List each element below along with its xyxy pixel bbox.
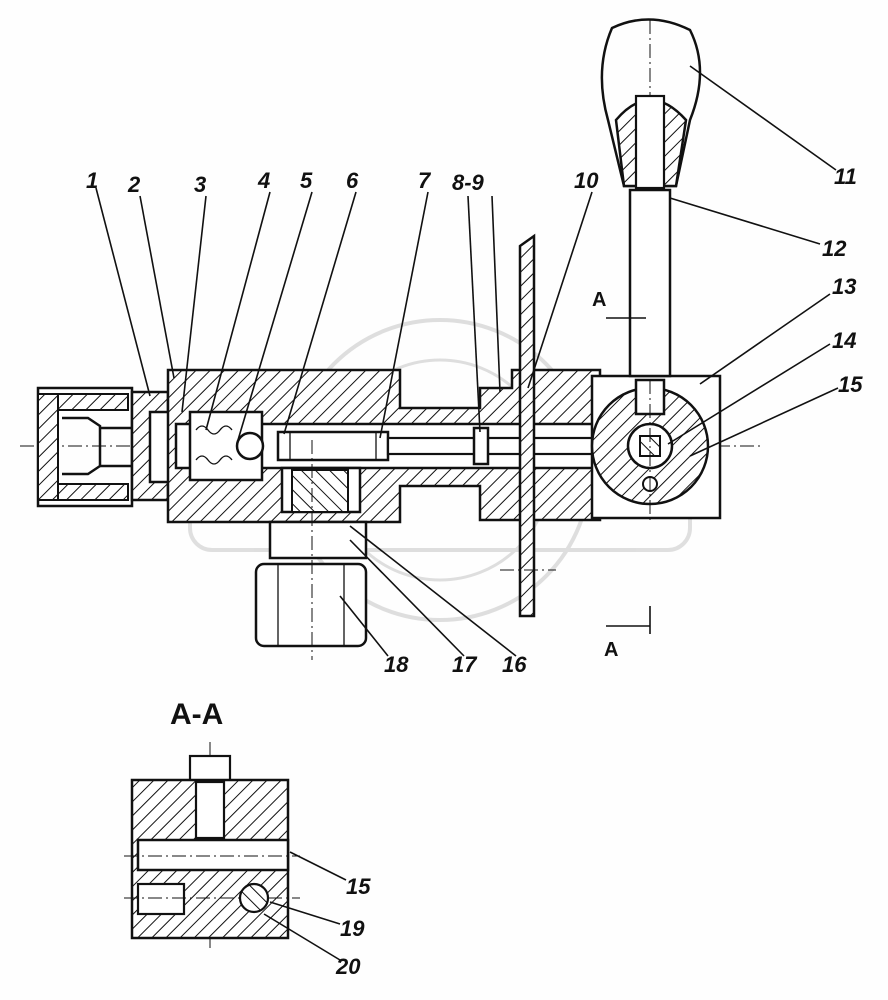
callout-17: 17 [452,652,478,677]
section-marks: A A [592,289,651,661]
section-marker-top: A [592,289,606,311]
section-title: A-A [170,698,223,731]
callout-15: 15 [838,372,863,397]
callout-5: 5 [300,168,313,193]
callout-3: 3 [194,172,206,197]
callout-16: 16 [502,652,527,677]
control-lever [600,18,702,520]
callout-2: 2 [127,172,141,197]
callout-19: 19 [340,916,365,941]
lever-block [590,374,722,520]
callout-labels: 1 2 3 4 5 6 7 8-9 10 11 12 13 14 15 16 1… [86,164,863,677]
hose-connector [36,386,170,508]
outlet-assembly [254,440,368,660]
callout-13: 13 [832,274,856,299]
callout-20: 20 [335,954,361,979]
valve-housing [166,368,602,524]
callout-14: 14 [832,328,856,353]
callout-4: 4 [257,168,270,193]
leader-lines [95,65,839,657]
callout-12: 12 [822,236,847,261]
callout-11: 11 [834,164,857,189]
callout-18: 18 [384,652,409,677]
section-marker-bottom: A [604,639,618,661]
callout-section-15: 15 [346,874,371,899]
mounting-plate [500,233,556,618]
callout-1: 1 [86,168,98,193]
callout-6: 6 [346,168,359,193]
callout-7: 7 [418,168,432,193]
callout-8-9: 8-9 [452,170,485,195]
section-view: A-A 15 19 20 [124,698,371,979]
callout-10: 10 [574,168,599,193]
